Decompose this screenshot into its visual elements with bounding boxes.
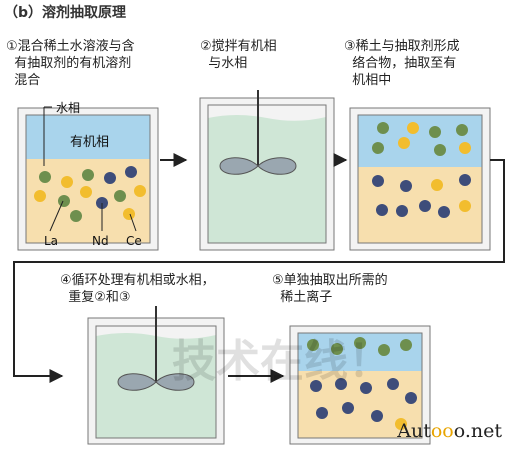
ce-ion: [34, 190, 46, 202]
nd-ion: [376, 204, 388, 216]
la-ion: [331, 343, 343, 355]
la-ion: [39, 171, 51, 183]
ce-ion: [398, 137, 410, 149]
beaker-1-organic-phase: [26, 115, 150, 159]
la-ion: [307, 339, 319, 351]
beaker-2: [199, 90, 335, 251]
nd-ion: [459, 174, 471, 186]
step-5-text: ⑤单独抽取出所需的 稀土离子: [272, 273, 388, 305]
ce-ion: [459, 142, 471, 154]
ce-ion: [395, 418, 407, 430]
nd-label: Nd: [92, 234, 109, 248]
nd-ion: [438, 206, 450, 218]
nd-ion: [360, 382, 372, 394]
beaker-5: [289, 325, 431, 445]
stirrer-blade: [117, 373, 195, 391]
nd-ion: [371, 410, 383, 422]
beaker-4-mixed-liquid: [96, 333, 216, 438]
nd-ion: [104, 172, 116, 184]
ce-ion: [407, 122, 419, 134]
ce-ion: [134, 185, 146, 197]
la-ion: [378, 344, 390, 356]
la-ion: [354, 337, 366, 349]
nd-ion: [372, 175, 384, 187]
ion-legend-pointers: [49, 200, 137, 232]
step-2-text: ②搅拌有机相 与水相: [200, 39, 277, 71]
beaker-1: 有机相 水相: [17, 101, 159, 251]
ce-ion: [123, 208, 135, 220]
la-ion: [70, 210, 82, 222]
step-3-text: ③稀土与抽取剂形成 络合物，抽取至有 机相中: [344, 39, 460, 88]
nd-ion: [396, 205, 408, 217]
nd-ion: [335, 378, 347, 390]
beaker-4: [87, 306, 225, 445]
organic-phase-label: 有机相: [70, 135, 109, 150]
beaker-3: [349, 107, 491, 251]
la-ion: [400, 339, 412, 351]
nd-ion: [310, 380, 322, 392]
ce-label: Ce: [126, 234, 142, 248]
nd-ion: [387, 378, 399, 390]
nd-ion: [400, 180, 412, 192]
ce-ion: [431, 179, 443, 191]
beaker-3-organic-phase: [358, 115, 482, 167]
beaker-2-mixed-liquid: [208, 115, 326, 243]
nd-ion: [419, 200, 431, 212]
step-4-text: ④循环处理有机相或水相， 重复②和③: [60, 273, 215, 305]
nd-ion: [405, 392, 417, 404]
water-phase-label: 水相: [56, 101, 80, 115]
la-ion: [114, 190, 126, 202]
ce-ion: [61, 176, 73, 188]
ce-ion: [80, 186, 92, 198]
diagram-title: （b）溶剂抽取原理: [4, 5, 127, 21]
la-ion: [58, 195, 70, 207]
arrow-3-to-4: [13, 159, 505, 383]
stirrer-blade: [219, 157, 297, 175]
nd-ion: [342, 402, 354, 414]
step-1-text: ①混合稀土水溶液与含 有抽取剂的有机溶剂 混合: [6, 39, 135, 88]
ce-ion: [459, 200, 471, 212]
la-ion: [429, 126, 441, 138]
nd-ion: [125, 166, 137, 178]
beaker-3-ions: [372, 122, 471, 218]
la-label: La: [44, 234, 58, 248]
beaker-5-ions: [307, 337, 417, 430]
watermark: 技术在线！: [172, 336, 392, 387]
la-ion: [456, 124, 468, 136]
brand-logo: Autooo.net: [397, 420, 502, 442]
la-ion: [82, 169, 94, 181]
nd-ion: [316, 407, 328, 419]
la-ion: [434, 144, 446, 156]
la-ion: [372, 142, 384, 154]
la-ion: [377, 122, 389, 134]
